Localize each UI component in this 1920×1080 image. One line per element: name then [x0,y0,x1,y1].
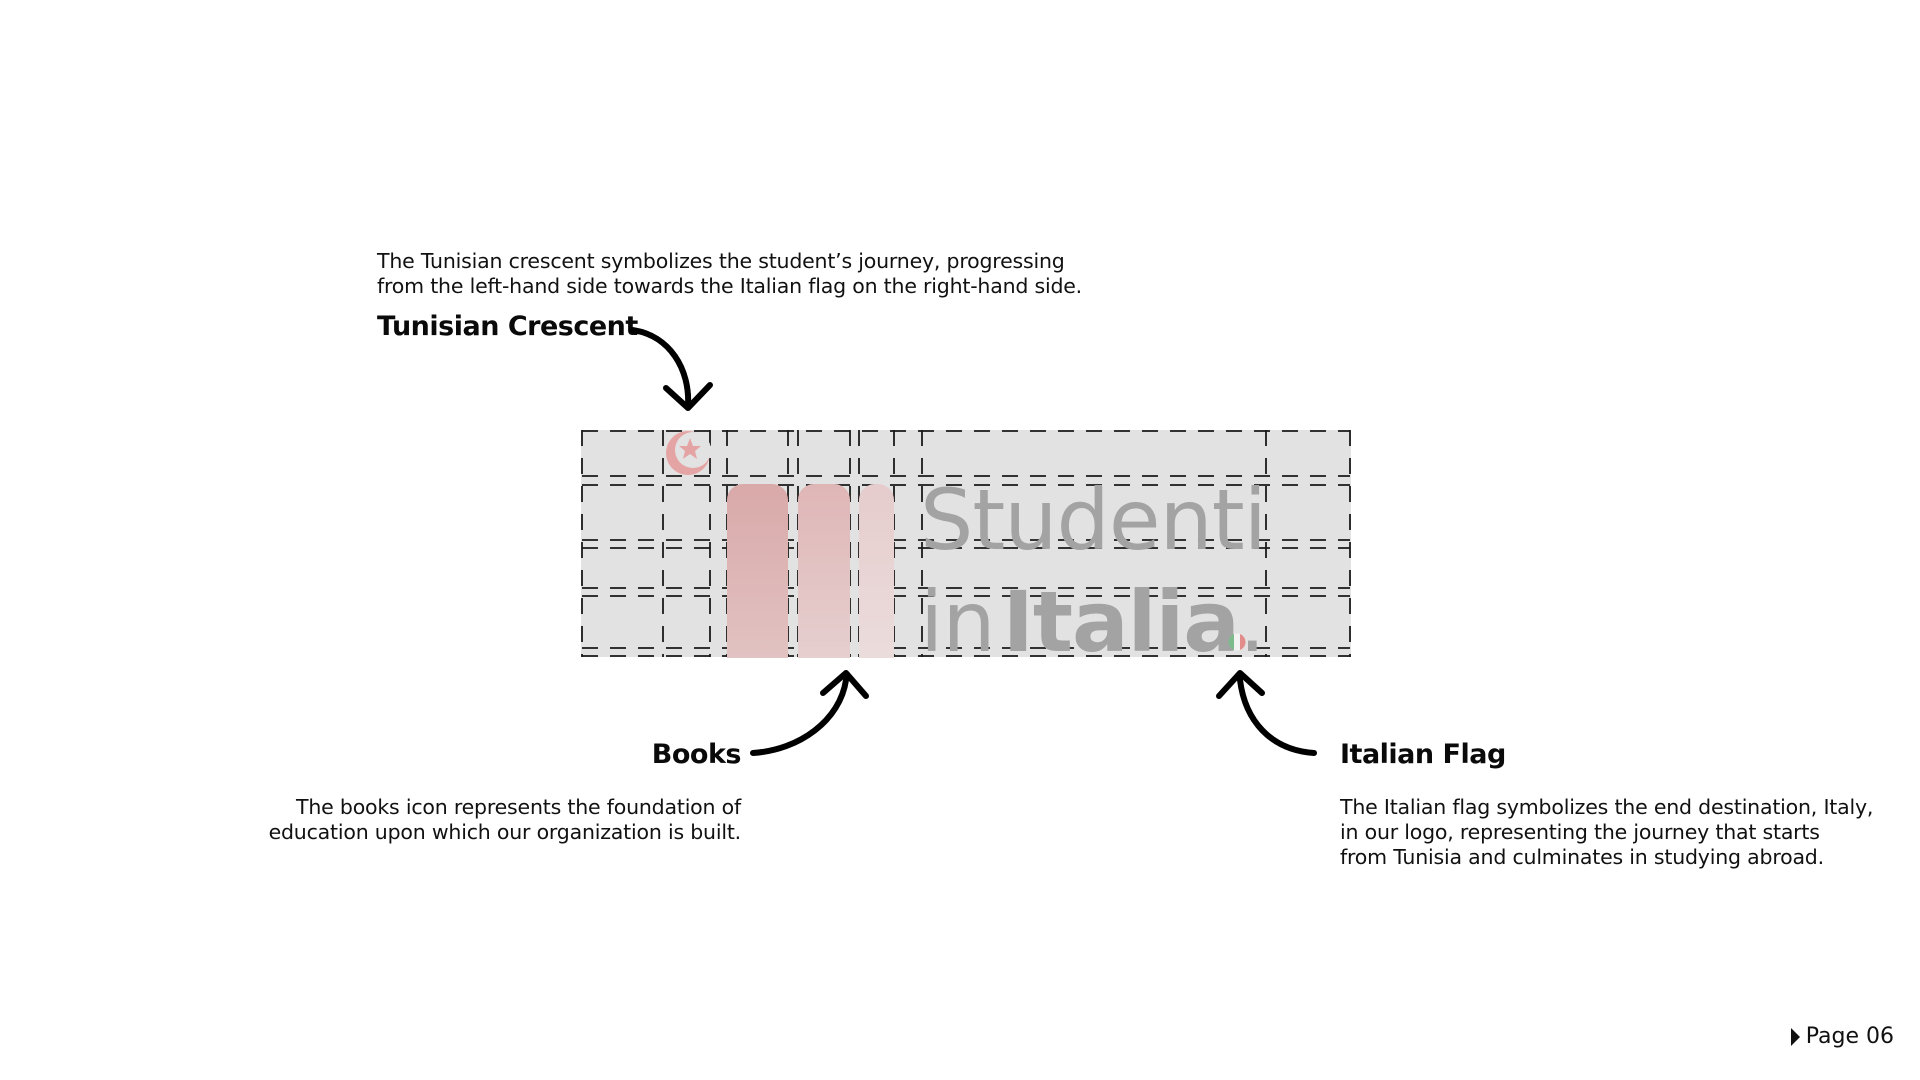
crescent-description-line-2: from the left-hand side towards the Ital… [377,274,1083,298]
logo-dot: . [1238,573,1266,671]
play-triangle-icon [1790,1027,1800,1046]
arrow-to-books-path [750,677,849,756]
page-number-label: Page 06 [1805,1024,1894,1049]
page-number: Page 06 [1790,1024,1894,1049]
crescent-label: Tunisian Crescent [377,311,638,342]
crescent-description: The Tunisian crescent symbolizes the stu… [377,249,1082,299]
logo-word-studenti: Studenti [920,471,1267,569]
books-description: The books icon represents the foundation… [268,795,742,845]
logo-word-italia: Italia [1002,573,1240,671]
logo-word-in: in [920,573,996,671]
arrow-to-flag-path [1237,677,1317,756]
logo-line-2: inItalia. [920,572,1266,672]
flag-label: Italian Flag [1340,739,1506,770]
book-3-icon [859,484,894,658]
arrow-to-crescent-path [629,327,692,408]
arrow-to-flag-head [1216,670,1265,699]
books-label: Books [651,739,742,770]
arrow-to-books-head [820,670,869,699]
book-2-icon [798,484,850,658]
books-description-line-1: The books icon represents the foundation… [296,795,741,819]
books-description-line-2: education upon which our organization is… [268,820,742,844]
flag-description-line-1: The Italian flag symbolizes the end dest… [1340,795,1874,819]
book-1-icon [727,484,788,658]
arrow-to-crescent-head [663,382,713,411]
flag-description: The Italian flag symbolizes the end dest… [1340,795,1873,870]
tunisian-crescent-icon [666,431,711,475]
crescent-description-line-1: The Tunisian crescent symbolizes the stu… [377,249,1065,273]
flag-description-line-2: in our logo, representing the journey th… [1340,820,1820,844]
flag-description-line-3: from Tunisia and culminates in studying … [1340,845,1824,869]
italian-flag-icon [1228,633,1246,651]
